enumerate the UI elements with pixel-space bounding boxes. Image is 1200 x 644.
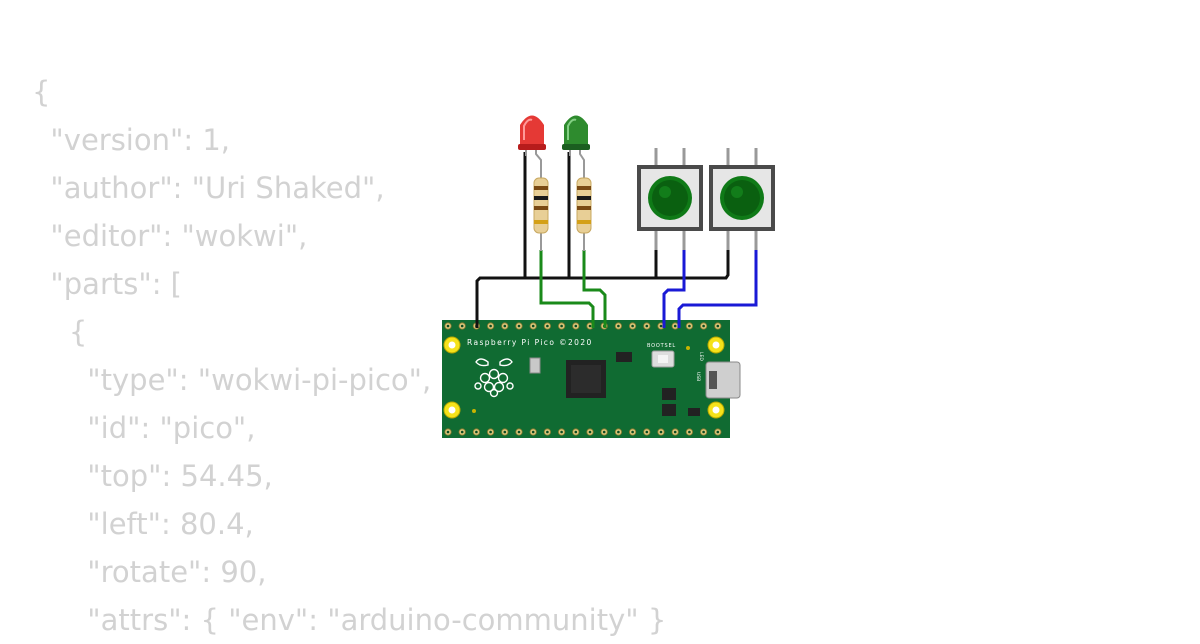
header-pin-hole (617, 324, 620, 328)
header-pin-hole (716, 324, 720, 328)
header-pin-hole (574, 324, 578, 328)
flash-chip (616, 352, 632, 362)
header-pin-hole (489, 430, 492, 434)
header-pin-hole (645, 430, 649, 434)
code-line: "type": "wokwi-pi-pico", (87, 363, 432, 397)
header-pin-hole (531, 324, 535, 328)
header-pin-hole (645, 324, 649, 328)
header-pin-hole (688, 324, 691, 328)
usb-label: USB (695, 372, 701, 381)
mounting-hole-center (712, 406, 720, 414)
header-pin-hole (503, 324, 507, 328)
board-top-pins (444, 322, 722, 330)
status-led (686, 346, 690, 350)
header-pin-hole (702, 430, 705, 434)
header-pin-hole (588, 430, 592, 434)
header-pin-hole (560, 430, 563, 434)
code-line: { (68, 315, 88, 349)
code-line: "id": "pico", (87, 411, 256, 445)
code-line: "rotate": 90, (87, 555, 267, 589)
raspberry-logo-icon (474, 358, 514, 398)
led-signal-wire-green[interactable] (582, 250, 607, 328)
header-pin-hole (517, 430, 521, 434)
header-pin-hole (574, 430, 578, 434)
crystal (529, 357, 541, 374)
code-line: "version": 1, (50, 123, 230, 157)
header-pin-hole (489, 324, 492, 328)
circuit-diagram: Raspberry Pi Pico ©2020 BOOTSEL LED USB (442, 115, 775, 438)
resistor-green-led[interactable] (576, 163, 592, 251)
header-pin-hole (588, 324, 592, 328)
code-line: "top": 54.45, (87, 459, 273, 493)
resistor-red-led[interactable] (533, 163, 549, 251)
header-pin-hole (617, 430, 620, 434)
pushbutton-2[interactable] (709, 148, 775, 250)
header-pin-hole (631, 324, 634, 328)
header-pin-hole (659, 430, 663, 434)
code-line: { (32, 75, 51, 109)
header-pin-hole (631, 430, 634, 434)
small-component (688, 408, 700, 416)
header-pin-hole (446, 430, 450, 434)
header-pin-hole (517, 324, 521, 328)
board-silkscreen-title: Raspberry Pi Pico ©2020 (467, 338, 593, 347)
button-1-signal-wire[interactable] (662, 230, 686, 328)
header-pin-hole (659, 324, 663, 328)
header-pin-hole (460, 430, 464, 434)
header-pin-hole (716, 430, 720, 434)
button-2-signal-wire[interactable] (677, 230, 758, 328)
header-pin-hole (602, 430, 606, 434)
test-pad (472, 409, 476, 413)
usb-connector-port (709, 371, 717, 389)
rp2040-chip-die (571, 365, 601, 393)
mounting-hole-center (448, 406, 456, 414)
header-pin-hole (460, 324, 464, 328)
mounting-hole-center (712, 341, 720, 349)
board-bottom-pins (444, 428, 722, 436)
header-pin-hole (688, 430, 691, 434)
header-pin-hole (546, 430, 549, 434)
small-chip (662, 404, 676, 416)
led-label: LED (698, 352, 704, 361)
code-line: "editor": "wokwi", (50, 219, 308, 253)
bootsel-label: BOOTSEL (647, 343, 676, 349)
pi-pico-board[interactable]: Raspberry Pi Pico ©2020 BOOTSEL LED USB (442, 320, 741, 438)
mounting-hole-center (448, 341, 456, 349)
header-pin-hole (702, 324, 705, 328)
code-line: "author": "Uri Shaked", (50, 171, 385, 205)
bootsel-button-cap (658, 355, 668, 363)
led-red[interactable] (518, 115, 546, 165)
header-pin-hole (446, 324, 450, 328)
header-pin-hole (475, 430, 478, 434)
led-green[interactable] (562, 115, 590, 165)
gnd-wire-main[interactable] (475, 230, 730, 328)
header-pin-hole (560, 324, 563, 328)
header-pin-hole (673, 324, 677, 328)
header-pin-hole (673, 430, 677, 434)
led-signal-wire-red[interactable] (539, 250, 595, 328)
regulator-chip (662, 388, 676, 400)
code-line: "parts": [ (50, 267, 182, 301)
header-pin-hole (503, 430, 507, 434)
pushbutton-1[interactable] (637, 148, 703, 250)
header-pin-hole (531, 430, 535, 434)
code-line: "left": 80.4, (87, 507, 254, 541)
header-pin-hole (546, 324, 549, 328)
